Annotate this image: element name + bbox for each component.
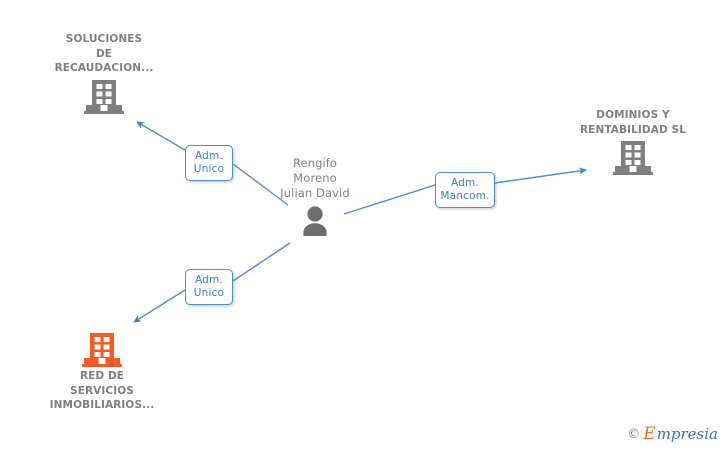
brand-name: mpresia: [656, 425, 718, 443]
building-icon-highlighted: [82, 333, 122, 367]
edge-person-to-rel-unico-bottom: [232, 242, 291, 282]
node-label-person: Rengifo Moreno Julian David: [280, 156, 350, 200]
relation-label-adm-unico-bottom[interactable]: Adm. Unico: [185, 269, 233, 305]
brand-initial: E: [643, 424, 656, 444]
building-icon: [613, 141, 653, 175]
watermark-empresia: © E mpresia: [627, 424, 718, 444]
node-company-dominios[interactable]: DOMINIOS Y RENTABILIDAD SL: [563, 108, 703, 177]
node-person-rengifo-moreno-julian-david[interactable]: Rengifo Moreno Julian David: [245, 156, 385, 237]
relation-label-adm-mancom[interactable]: Adm. Mancom.: [435, 172, 495, 208]
node-company-red-de-servicios[interactable]: RED DE SERVICIOS INMOBILIARIOS...: [32, 329, 172, 413]
node-company-soluciones[interactable]: SOLUCIONES DE RECAUDACION...: [34, 32, 174, 116]
node-label-red-de-servicios: RED DE SERVICIOS INMOBILIARIOS...: [49, 370, 155, 411]
building-icon: [84, 79, 124, 114]
node-label-soluciones: SOLUCIONES DE RECAUDACION...: [54, 33, 154, 74]
person-icon: [303, 206, 327, 236]
node-label-dominios: DOMINIOS Y RENTABILIDAD SL: [580, 109, 686, 136]
edge-rel-unico-top-to-soluciones: [136, 121, 186, 151]
relation-label-adm-unico-top[interactable]: Adm. Unico: [185, 145, 233, 181]
copyright-symbol: ©: [627, 427, 641, 442]
edge-rel-unico-bottom-to-red: [133, 289, 186, 323]
